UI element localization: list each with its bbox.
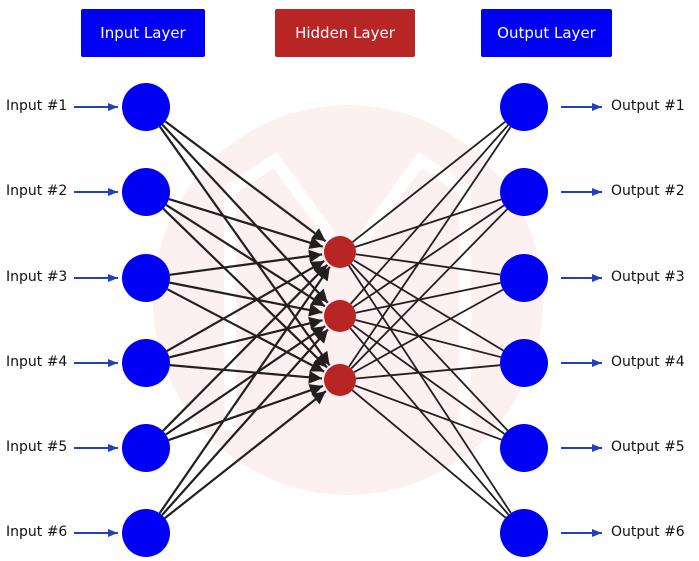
output-label: Output #4: [611, 354, 685, 370]
nodes: [122, 83, 548, 557]
output-label: Output #6: [611, 524, 685, 540]
input-node: [122, 254, 170, 302]
input-hidden-edge: [169, 281, 323, 317]
hidden-output-edge: [351, 389, 507, 519]
input-hidden-edge: [164, 120, 327, 243]
input-node: [122, 83, 170, 131]
output-node: [500, 83, 548, 131]
input-hidden-edge: [168, 198, 324, 250]
input-hidden-edge: [166, 288, 325, 373]
input-label: Input #3: [6, 269, 68, 285]
hidden-output-edge: [353, 288, 504, 374]
input-label: Input #1: [6, 98, 68, 114]
hidden-output-edge: [354, 384, 502, 441]
input-label: Input #5: [6, 439, 68, 455]
hidden-output-edge: [352, 121, 506, 243]
hidden-output-edges: [348, 121, 512, 519]
hidden-node: [324, 236, 356, 268]
input-hidden-edge: [165, 325, 326, 436]
hidden-output-edge: [350, 208, 508, 370]
input-hidden-edge: [162, 207, 328, 369]
hidden-output-edge: [348, 126, 512, 368]
output-node: [500, 339, 548, 387]
hidden-node: [324, 364, 356, 396]
input-hidden-edge: [165, 203, 326, 308]
input-hidden-edge: [161, 123, 329, 304]
hidden-output-edge: [353, 259, 504, 352]
input-label: Input #2: [6, 183, 68, 199]
input-hidden-edge: [162, 264, 329, 432]
hidden-output-edge: [354, 198, 502, 248]
output-label: Output #5: [611, 439, 685, 455]
hidden-output-edge: [352, 204, 505, 308]
output-node: [500, 424, 548, 472]
input-hidden-edge: [169, 249, 323, 276]
output-label: Output #3: [611, 269, 685, 285]
hidden-output-edge: [355, 253, 501, 276]
input-hidden-edge: [161, 328, 329, 516]
input-hidden-edge: [169, 316, 323, 359]
hidden-output-edge: [352, 324, 506, 435]
hidden-output-edge: [355, 364, 501, 380]
output-node: [500, 168, 548, 216]
hidden-layer-label: Hidden Layer: [275, 9, 415, 57]
hidden-node: [324, 300, 356, 332]
hidden-output-edge: [348, 264, 512, 514]
hidden-output-edge: [349, 124, 509, 305]
output-node: [500, 509, 548, 557]
input-node: [122, 424, 170, 472]
io-arrows: [74, 103, 602, 537]
output-node: [500, 254, 548, 302]
output-label: Output #1: [611, 98, 685, 114]
input-hidden-edge: [166, 259, 325, 353]
hidden-output-edge: [355, 319, 501, 358]
input-label: Input #6: [6, 524, 68, 540]
input-node: [122, 509, 170, 557]
input-hidden-edge: [164, 390, 327, 520]
input-label: Input #4: [6, 354, 68, 370]
input-hidden-edge: [169, 363, 323, 384]
input-hidden-edge: [168, 384, 324, 442]
input-hidden-edges: [158, 120, 331, 520]
input-node: [122, 168, 170, 216]
input-node: [122, 339, 170, 387]
input-layer-label: Input Layer: [81, 9, 205, 57]
hidden-output-edge: [355, 281, 501, 314]
output-label: Output #2: [611, 183, 685, 199]
input-hidden-edge: [158, 266, 331, 514]
output-layer-label: Output Layer: [481, 9, 612, 57]
